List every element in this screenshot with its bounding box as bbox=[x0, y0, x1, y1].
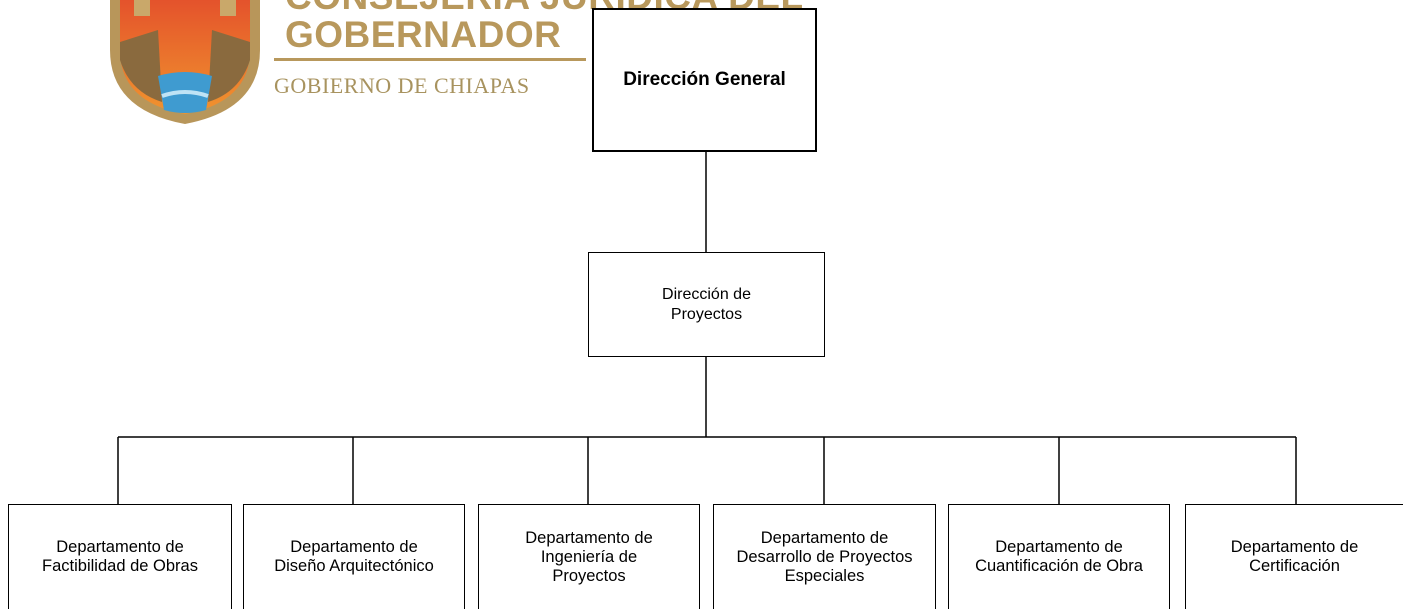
coat-of-arms-icon bbox=[110, 0, 260, 124]
node-label: Departamento de Ingeniería de Proyectos bbox=[525, 528, 653, 585]
logo-divider bbox=[274, 58, 586, 61]
logo-title-line-2: GOBERNADOR bbox=[285, 14, 562, 55]
node-label: Dirección General bbox=[623, 69, 786, 90]
node-label: Departamento de Factibilidad de Obras bbox=[42, 538, 198, 575]
node-dept-certificacion: Departamento de Certificación bbox=[1185, 504, 1403, 609]
node-dept-desarrollo: Departamento de Desarrollo de Proyectos … bbox=[713, 504, 936, 609]
logo-subtitle: GOBIERNO DE CHIAPAS bbox=[274, 73, 530, 98]
node-label: Departamento de Desarrollo de Proyectos … bbox=[736, 528, 913, 585]
node-label: Departamento de Cuantificación de Obra bbox=[975, 538, 1143, 575]
node-label: Departamento de Certificación bbox=[1230, 538, 1359, 575]
node-dept-diseno: Departamento de Diseño Arquitectónico bbox=[243, 504, 465, 609]
node-direccion-general: Dirección General bbox=[592, 8, 817, 152]
node-label: Departamento de Diseño Arquitectónico bbox=[274, 538, 434, 575]
node-dept-factibilidad: Departamento de Factibilidad de Obras bbox=[8, 504, 232, 609]
node-label: Dirección de Proyectos bbox=[662, 285, 751, 323]
node-direccion-de-proyectos: Dirección de Proyectos bbox=[588, 252, 825, 357]
node-dept-cuantificacion: Departamento de Cuantificación de Obra bbox=[948, 504, 1170, 609]
node-dept-ingenieria: Departamento de Ingeniería de Proyectos bbox=[478, 504, 700, 609]
